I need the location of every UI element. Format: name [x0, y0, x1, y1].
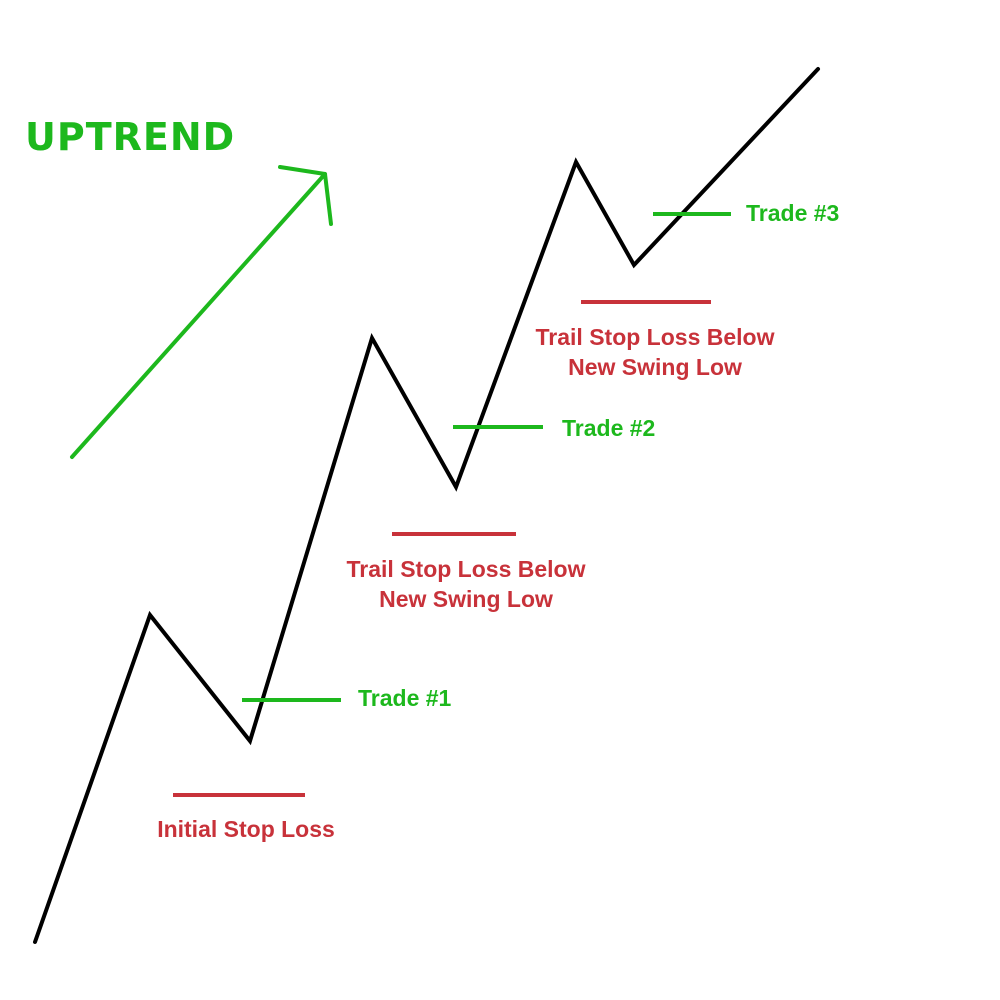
stop-2-label-line2: New Swing Low — [379, 586, 553, 612]
title-uptrend: UPTREND — [25, 115, 236, 159]
stop-2-label: Trail Stop Loss Below New Swing Low — [326, 554, 606, 614]
stop-2-label-line1: Trail Stop Loss Below — [346, 556, 586, 582]
trade-1-label: Trade #1 — [358, 685, 452, 711]
stop-1-label: Initial Stop Loss — [146, 814, 346, 844]
uptrend-arrow-head — [278, 165, 333, 226]
price-path — [33, 67, 820, 944]
stop-3-label: Trail Stop Loss Below New Swing Low — [515, 322, 795, 382]
trade-3-label: Trade #3 — [746, 200, 840, 226]
stop-3-label-line1: Trail Stop Loss Below — [535, 324, 775, 350]
uptrend-arrow-shaft — [70, 172, 327, 459]
stop-3-label-line2: New Swing Low — [568, 354, 742, 380]
stop-1-label-line1: Initial Stop Loss — [157, 816, 335, 842]
trade-2-label: Trade #2 — [562, 415, 656, 441]
